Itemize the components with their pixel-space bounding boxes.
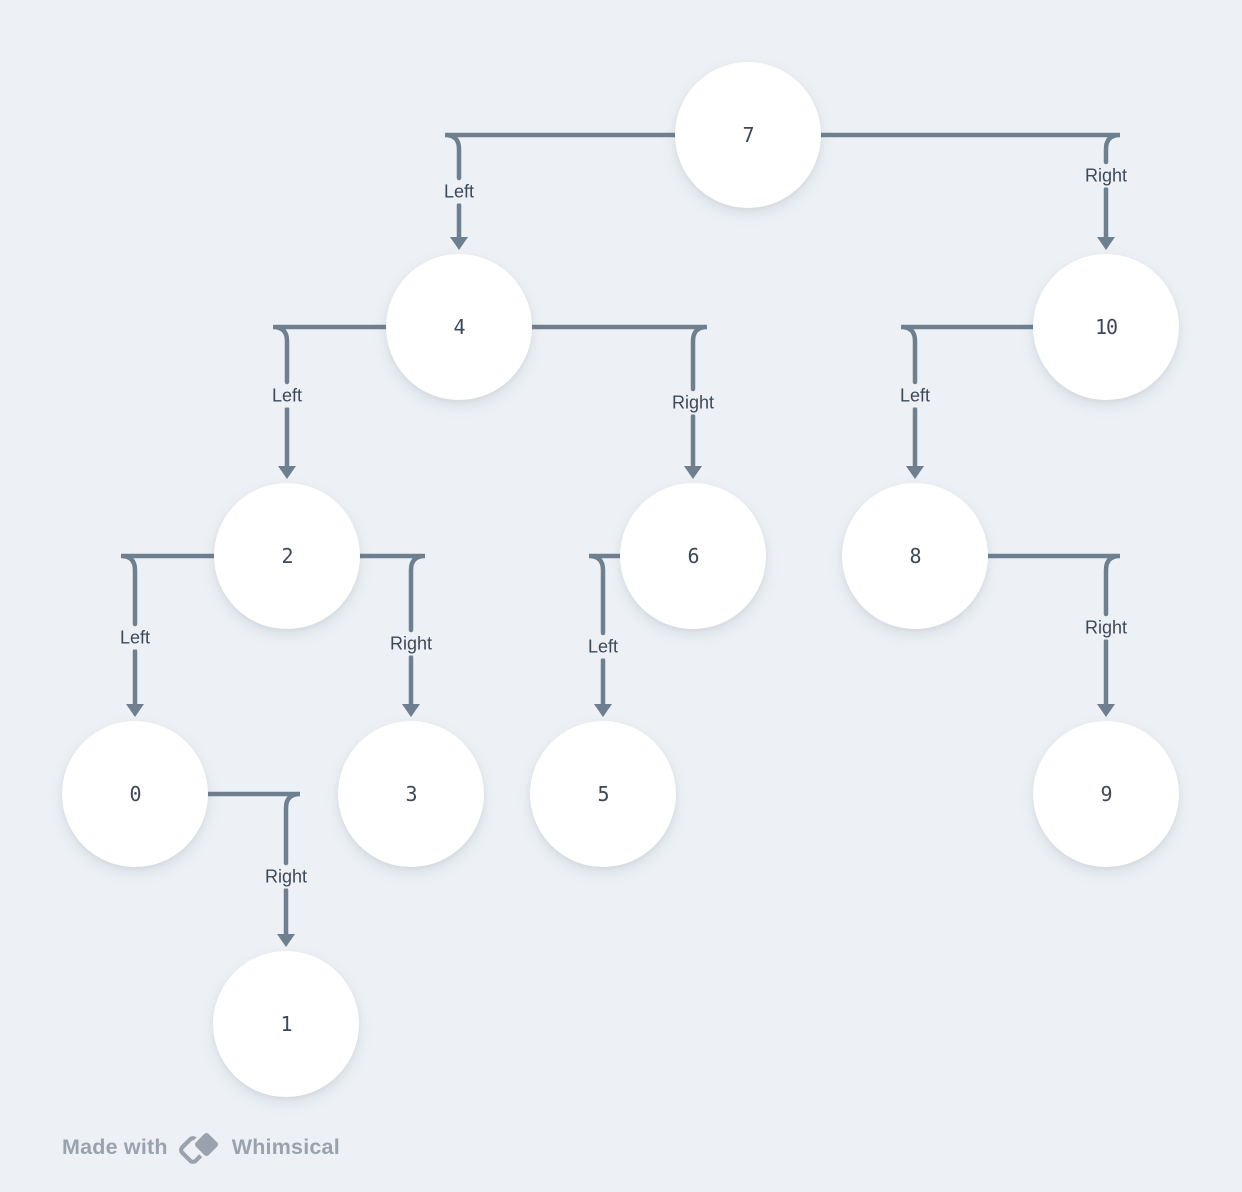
tree-node-6[interactable]: 6 [620,483,766,629]
tree-node-5[interactable]: 5 [530,721,676,867]
arrowhead-icon [450,237,468,250]
tree-edge-2-0[interactable] [120,553,217,717]
tree-edge-7-10[interactable] [818,132,1121,250]
whimsical-brand-text: Whimsical [231,1134,340,1159]
tree-edge-2-3[interactable] [357,553,426,717]
edge-label-2-0[interactable]: Left [115,626,155,650]
whimsical-diamonds-logo-icon [178,1130,221,1164]
tree-edge-10-8[interactable] [900,324,1036,479]
tree-node-10[interactable]: 10 [1033,254,1179,400]
arrowhead-icon [402,704,420,717]
tree-node-7[interactable]: 7 [675,62,821,208]
edge-label-7-10[interactable]: Right [1080,164,1132,188]
arrowhead-icon [1097,237,1115,250]
made-with-whimsical-badge[interactable]: Made with Whimsical [62,1128,340,1166]
made-with-text: Made with [62,1134,168,1159]
tree-edge-0-1[interactable] [205,791,301,947]
tree-edge-7-4[interactable] [444,132,678,250]
arrowhead-icon [594,704,612,717]
edge-label-7-4[interactable]: Left [439,180,479,204]
arrowhead-icon [277,934,295,947]
edge-label-0-1[interactable]: Right [260,865,312,889]
arrowhead-icon [126,704,144,717]
arrowhead-icon [1097,704,1115,717]
tree-node-0[interactable]: 0 [62,721,208,867]
tree-edge-6-5[interactable] [588,553,623,717]
edge-label-10-8[interactable]: Left [895,384,935,408]
edge-label-2-3[interactable]: Right [385,632,437,656]
tree-node-1[interactable]: 1 [213,951,359,1097]
edge-label-8-9[interactable]: Right [1080,616,1132,640]
tree-edge-8-9[interactable] [985,553,1121,717]
tree-node-4[interactable]: 4 [386,254,532,400]
edge-label-6-5[interactable]: Left [583,635,623,659]
arrowhead-icon [906,466,924,479]
arrowhead-icon [684,466,702,479]
tree-edge-4-2[interactable] [272,324,389,479]
edge-label-4-2[interactable]: Left [267,384,307,408]
arrowhead-icon [278,466,296,479]
tree-node-2[interactable]: 2 [214,483,360,629]
tree-node-9[interactable]: 9 [1033,721,1179,867]
edge-label-4-6[interactable]: Right [667,391,719,415]
tree-node-8[interactable]: 8 [842,483,988,629]
tree-edge-4-6[interactable] [529,324,708,479]
tree-node-3[interactable]: 3 [338,721,484,867]
